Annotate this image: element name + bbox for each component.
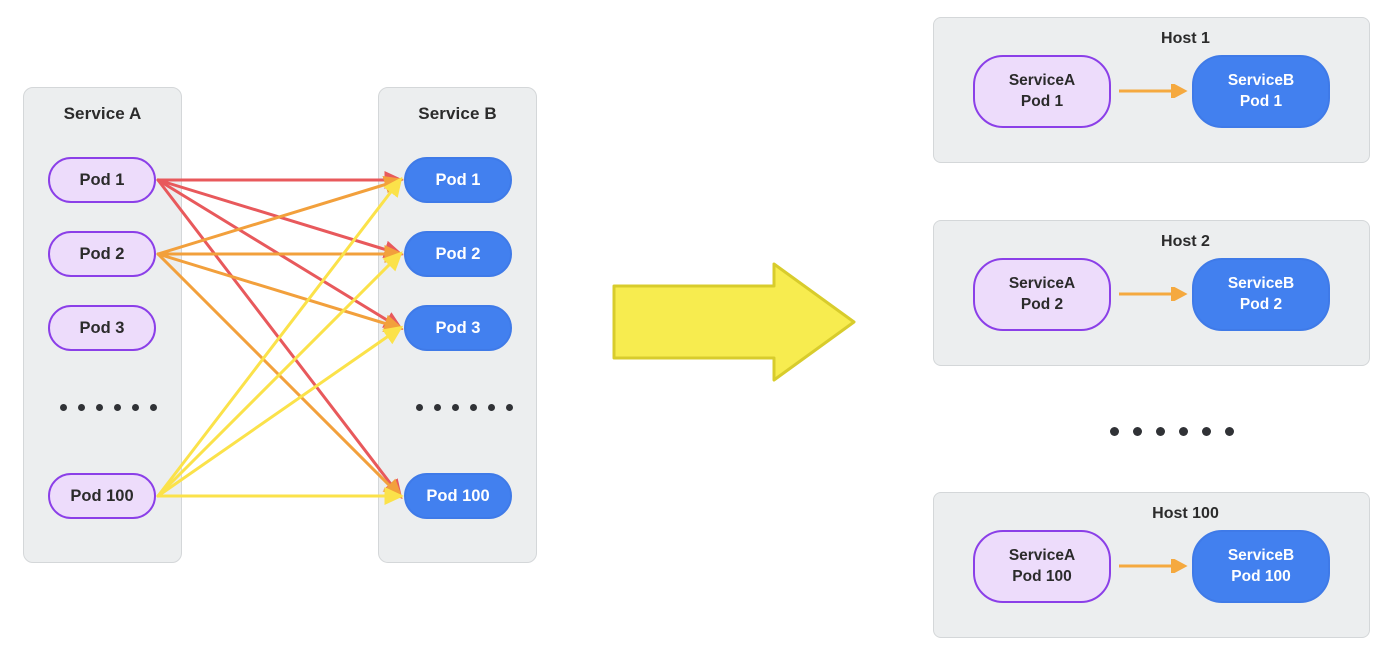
service-b-pod-3[interactable]: Pod 3 xyxy=(404,305,512,351)
pod-label: Pod 2 xyxy=(435,244,481,263)
service-b-pod-1[interactable]: Pod 1 xyxy=(404,157,512,203)
host-1-arrow xyxy=(1119,84,1188,98)
mesh-edge xyxy=(156,175,404,256)
host-pod-name: Pod 1 xyxy=(1020,92,1064,110)
service-b-pod-2[interactable]: Pod 2 xyxy=(404,231,512,277)
host-pod-service: ServiceB xyxy=(1227,71,1295,89)
host-1-target-pod[interactable]: ServiceB Pod 1 xyxy=(1192,55,1330,128)
pod-label: Pod 3 xyxy=(435,318,481,337)
host-title: Host 100 xyxy=(1152,505,1219,522)
host-100-source-pod[interactable]: ServiceA Pod 100 xyxy=(973,530,1111,603)
service-a-pod-100[interactable]: Pod 100 xyxy=(48,473,156,519)
host-pod-service: ServiceA xyxy=(1008,546,1076,564)
mesh-edge xyxy=(156,325,404,498)
host-title: Host 1 xyxy=(1161,30,1210,47)
pod-label: Pod 3 xyxy=(79,318,125,337)
host-pod-service: ServiceB xyxy=(1227,546,1295,564)
mesh-edge xyxy=(156,178,404,259)
mesh-edge xyxy=(156,251,403,498)
service-a-pod-1[interactable]: Pod 1 xyxy=(48,157,156,203)
hosts-ellipsis xyxy=(1110,427,1234,436)
host-100-target-pod[interactable]: ServiceB Pod 100 xyxy=(1192,530,1330,603)
host-pod-name: Pod 100 xyxy=(1012,567,1072,585)
pod-label: Pod 1 xyxy=(79,170,125,189)
pod-label: Pod 2 xyxy=(79,244,125,263)
service-b-ellipsis xyxy=(416,404,513,411)
service-b-pod-100[interactable]: Pod 100 xyxy=(404,473,512,519)
host-1-source-pod[interactable]: ServiceA Pod 1 xyxy=(973,55,1111,128)
mesh-edge xyxy=(156,178,403,500)
mesh-edge xyxy=(156,252,404,333)
service-b-title: Service B xyxy=(418,104,497,123)
host-pod-name: Pod 1 xyxy=(1239,92,1283,110)
host-2-arrow xyxy=(1119,287,1188,301)
host-2-target-pod[interactable]: ServiceB Pod 2 xyxy=(1192,258,1330,331)
mesh-edge xyxy=(156,176,403,498)
host-title: Host 2 xyxy=(1161,233,1210,250)
mesh-edge xyxy=(156,178,404,331)
host-pod-service: ServiceA xyxy=(1008,274,1076,292)
host-pod-name: Pod 2 xyxy=(1239,295,1283,313)
mesh-edge xyxy=(156,252,403,499)
host-pod-name: Pod 2 xyxy=(1020,295,1064,313)
service-a-ellipsis xyxy=(60,404,157,411)
pod-label: Pod 1 xyxy=(435,170,481,189)
host-pod-name: Pod 100 xyxy=(1231,567,1291,585)
host-pod-service: ServiceA xyxy=(1008,71,1076,89)
service-a-title: Service A xyxy=(63,104,142,123)
service-a-pod-3[interactable]: Pod 3 xyxy=(48,305,156,351)
host-pod-service: ServiceB xyxy=(1227,274,1295,292)
pod-label: Pod 100 xyxy=(426,486,490,505)
host-2-source-pod[interactable]: ServiceA Pod 2 xyxy=(973,258,1111,331)
service-a-pod-2[interactable]: Pod 2 xyxy=(48,231,156,277)
transform-arrow xyxy=(612,262,856,382)
pod-label: Pod 100 xyxy=(70,486,134,505)
host-100-arrow xyxy=(1119,559,1188,573)
